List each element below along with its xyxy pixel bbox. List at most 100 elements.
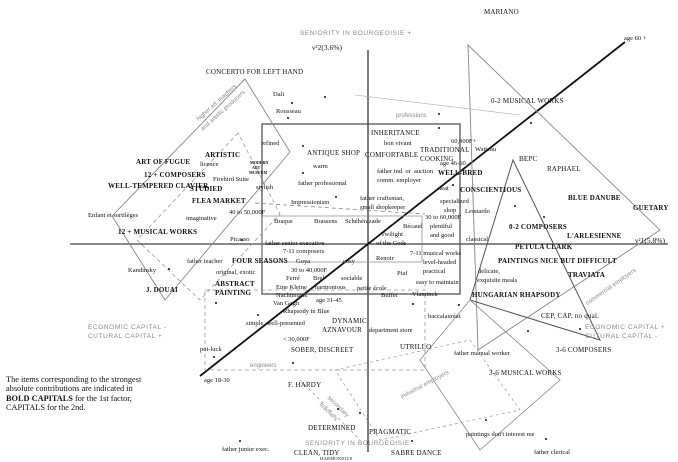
label-father-senior: father senior executive [265, 240, 325, 247]
point-marker [411, 440, 414, 443]
y-axis-label: ν²2(3.6%) [312, 43, 343, 52]
point-marker [527, 330, 530, 333]
label-baccalaureat: baccalauréat [428, 313, 461, 320]
label-pragmatic: PRAGMATIC [369, 428, 412, 436]
label-sabre-dance: SABRE DANCE [391, 449, 442, 457]
label-60k: 60,000F+ [451, 138, 477, 145]
label-harmonious-2: HARMONIOUS [320, 456, 353, 461]
artistic-producers-region [136, 132, 281, 301]
label-goya: Goya [296, 258, 311, 265]
caption-line-3: BOLD CAPITALS for the 1st factor, [6, 394, 186, 403]
label-art-of-fugue: ART OF FUGUE [136, 158, 191, 166]
label-stylish: stylish [256, 184, 273, 191]
label-renoir: Renoir [376, 255, 394, 262]
label-blue-danube: BLUE DANUBE [568, 194, 621, 202]
label-bepc: BEPC [519, 155, 538, 163]
point-marker [168, 268, 171, 271]
label-petite-ecole: petite école [357, 285, 387, 292]
label-comm-employer: comm. employer [377, 177, 422, 184]
label-determined: DETERMINED [308, 424, 356, 432]
label-eine-kleine: Eine Kleine [276, 284, 307, 291]
label-enfant: Enfant et sortilèges [88, 212, 139, 219]
region-engineers: engineers [250, 363, 277, 369]
label-twilight: Twilight [381, 231, 403, 238]
caption-line-4: CAPITALS for the 2nd. [6, 402, 86, 412]
upper-connector [354, 94, 521, 116]
label-cep: CEP, CAP, no qual. [541, 312, 600, 320]
point-marker [302, 172, 305, 175]
label-sociable: sociable [341, 275, 363, 282]
label-conscientious: CONSCIENTIOUS [460, 186, 522, 194]
label-hungarian: HUNGARIAN RHAPSODY [472, 291, 561, 299]
point-marker [239, 440, 242, 443]
label-piaf: Piaf [397, 270, 408, 277]
label-father-ind: father ind. or [377, 168, 411, 175]
label-fhardy: F. HARDY [288, 381, 322, 389]
commercial-employers-region [467, 43, 661, 351]
label-father-clerical: father clerical [534, 449, 570, 456]
label-father-teacher: father teacher [187, 258, 223, 265]
label-exquisite: exquisite meals [477, 277, 518, 284]
point-marker [257, 314, 260, 317]
label-plentiful: plentiful [430, 223, 453, 230]
caption-line-1: The items corresponding to the strongest [6, 375, 142, 384]
label-delicate: delicate, [478, 268, 500, 275]
point-marker [291, 102, 294, 105]
point-marker [337, 408, 340, 411]
label-below30: < 30,000F [283, 336, 310, 343]
label-picasso: Picasso [230, 236, 250, 243]
label-inheritance: INHERITANCE [371, 129, 420, 137]
point-marker [359, 412, 362, 415]
label-impressionism: Impressionism [291, 199, 330, 206]
axis-right-2: CUTURAL CAPITAL - [585, 333, 658, 340]
label-harmonious: harmonious [315, 284, 346, 291]
label-painting: PAINTING [215, 289, 252, 297]
region-professions: professions [396, 113, 427, 119]
label-utrillo: UTRILLO [400, 343, 432, 351]
point-marker [287, 117, 290, 120]
label-antique: ANTIQUE SHOP [307, 149, 361, 157]
label-mariano: MARIANO [484, 8, 519, 16]
label-paintings-nice: PAINTINGS NICE BUT DIFFICULT [498, 257, 617, 265]
label-father-junior: father junior exec. [222, 446, 270, 453]
label-father-prof: father professional [298, 180, 347, 187]
point-marker [530, 122, 533, 125]
label-buffet: Buffet [381, 292, 398, 299]
engineers-region [204, 289, 426, 371]
label-rousseau: Rousseau [276, 108, 301, 115]
industrial-employers-region [334, 339, 521, 441]
point-marker [438, 113, 441, 116]
label-scheherazade: Schéhérazade [345, 218, 381, 225]
point-marker [302, 145, 305, 148]
label-12-musical: 12 + MUSICAL WORKS [118, 228, 198, 236]
label-refined: refined [261, 140, 280, 147]
label-cooking: COOKING [420, 155, 454, 163]
higher-ed-teachers-region [111, 78, 291, 301]
label-auction: auction [414, 168, 434, 175]
point-marker [412, 303, 415, 306]
label-bon-vivant: bon vivant [384, 140, 412, 147]
point-marker [335, 196, 338, 199]
label-modern-2: ART [252, 165, 261, 170]
label-concerto: CONCERTO FOR LEFT HAND [206, 68, 304, 76]
caption-line-2: absolute contributions are indicated in [6, 384, 133, 394]
label-easy: easy to maintain [416, 279, 459, 286]
manual-worker-region [419, 299, 561, 451]
label-braque: Braque [274, 218, 293, 225]
label-30-60k: 30 to 60,000F [425, 214, 462, 221]
label-neat: neat [438, 185, 449, 192]
point-marker [458, 304, 461, 307]
x-axis-label: ν²1(5.8%) [635, 236, 666, 245]
point-marker [485, 419, 488, 422]
label-paintings-dont: paintings don't interest me [466, 431, 535, 438]
label-guetary: GUETARY [633, 204, 669, 212]
label-traditional: TRADITIONAL [420, 146, 470, 154]
label-age46: age 46-60 [440, 160, 466, 167]
label-licence: licence [200, 161, 219, 168]
label-shop: shop [444, 207, 457, 214]
point-marker [215, 302, 218, 305]
label-vlaminck: Vlaminck [412, 291, 438, 298]
label-02-composers: 0-2 COMPOSERS [509, 223, 568, 231]
label-department: department store [369, 327, 413, 334]
